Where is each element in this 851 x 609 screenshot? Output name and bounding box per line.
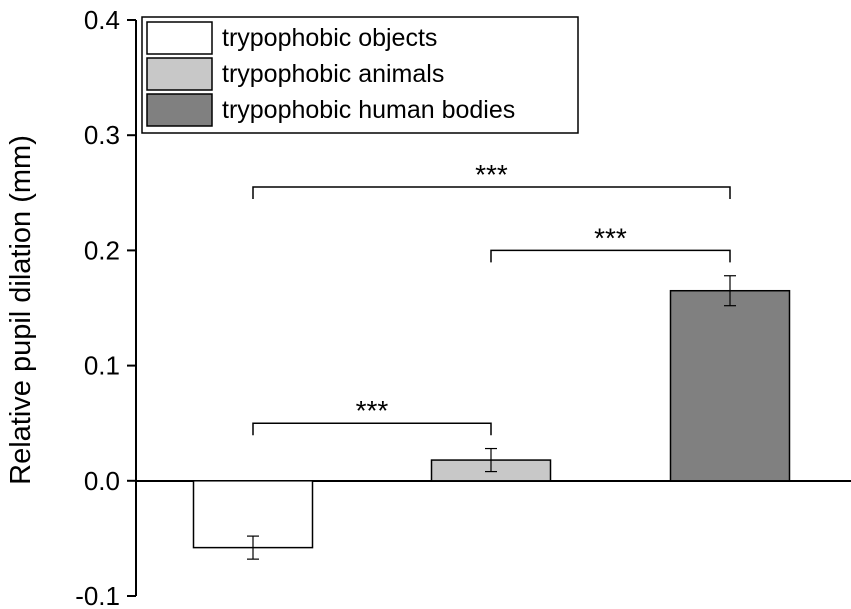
significance-bracket <box>252 422 492 436</box>
y-tick-label: 0.3 <box>84 120 120 150</box>
legend: trypophobic objects trypophobic animals tr… <box>141 16 579 134</box>
significance-bracket <box>252 186 731 200</box>
error-bars <box>247 275 736 560</box>
legend-swatch <box>146 21 213 55</box>
legend-label: trypophobic objects <box>222 24 437 52</box>
y-tick-label: -0.1 <box>75 581 120 609</box>
y-tick-label: 0.0 <box>84 466 120 496</box>
significance-label: *** <box>356 395 389 426</box>
legend-label: trypophobic human bodies <box>222 96 515 124</box>
legend-label: trypophobic animals <box>222 60 444 88</box>
legend-box <box>141 16 579 134</box>
significance-brackets: *** *** *** <box>252 159 731 436</box>
y-tick-label: 0.1 <box>84 351 120 381</box>
y-axis-label: Relative pupil dilation (mm) <box>5 135 37 485</box>
y-tick-label: 0.4 <box>84 5 120 35</box>
y-tick-label: 0.2 <box>84 235 120 265</box>
significance-bracket <box>490 249 731 263</box>
legend-swatch <box>146 57 213 91</box>
significance-label: *** <box>475 159 508 190</box>
y-ticks: -0.1 0.0 0.1 0.2 0.3 0.4 <box>75 5 136 609</box>
bar <box>669 289 791 482</box>
bars <box>192 289 791 549</box>
legend-swatch <box>146 93 213 127</box>
significance-label: *** <box>594 222 627 253</box>
